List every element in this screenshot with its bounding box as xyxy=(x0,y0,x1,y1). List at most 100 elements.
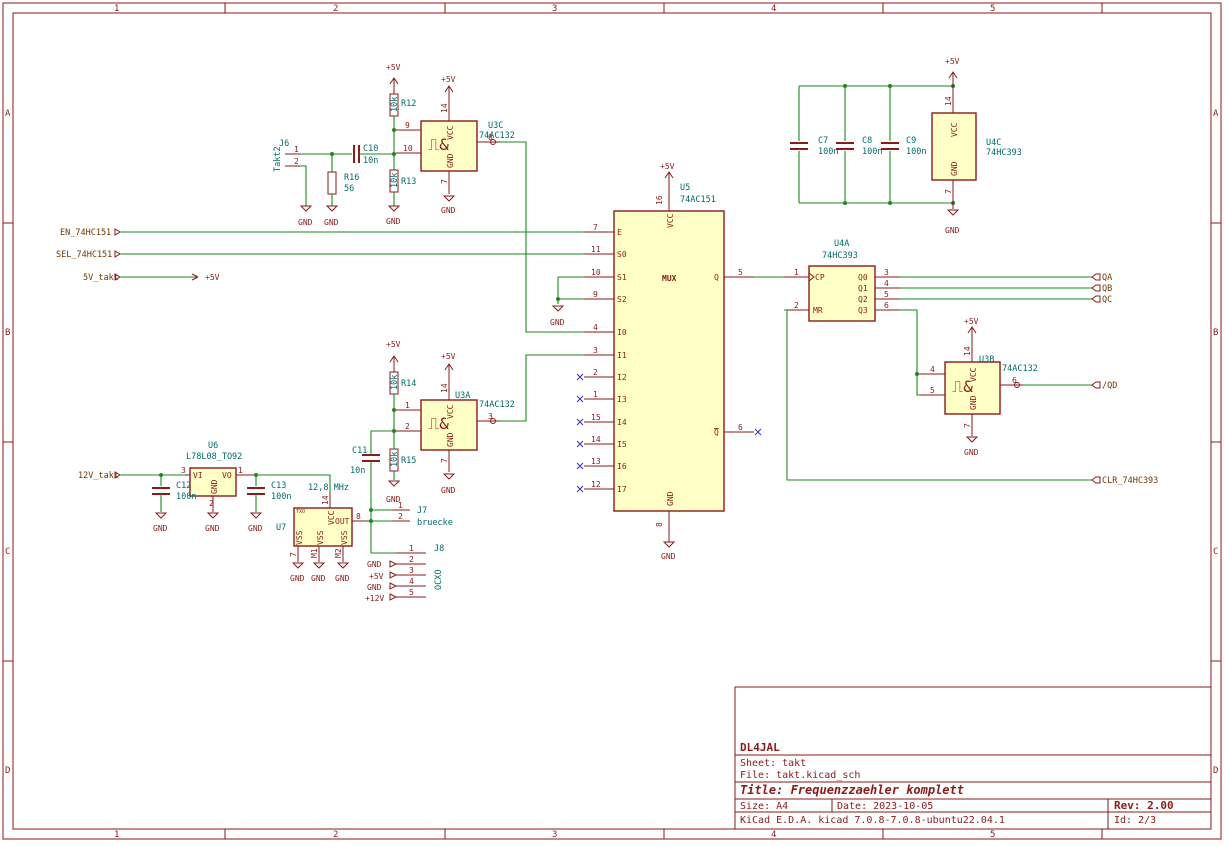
j7-connector[interactable]: 1 2 J7 bruecke xyxy=(392,501,453,528)
j8-ref: J8 xyxy=(434,544,444,554)
u3b-vcc-label: VCC xyxy=(969,367,978,382)
j8-pin-num: 2 xyxy=(409,555,414,564)
c11-capacitor[interactable]: C11 10n xyxy=(350,446,380,553)
u5-pin-name: S2 xyxy=(617,295,627,304)
global-label-qb[interactable]: QB xyxy=(900,284,1112,294)
u3c-pin-num: 8 xyxy=(488,133,493,142)
u5-pin-num: 7 xyxy=(593,223,598,232)
power-gnd-label: GND xyxy=(335,574,350,583)
u4c-power-unit[interactable]: U4C 74HC393 VCC GND 14 7 +5V GND xyxy=(931,57,1022,235)
u5-pin-nq-num: 6 xyxy=(738,423,743,432)
global-label-qa[interactable]: QA xyxy=(900,273,1112,283)
u5-pin-num: 13 xyxy=(591,457,601,466)
u7-tag: TXO xyxy=(296,509,305,515)
c7-capacitor[interactable]: C7 100n xyxy=(790,136,838,157)
r14-resistor[interactable]: +5V 10k R14 xyxy=(386,340,416,395)
border-col-3: 3 xyxy=(552,4,557,14)
r13-resistor[interactable]: 10k R13 GND xyxy=(386,169,416,226)
u7-vss-label: VSS xyxy=(340,530,349,545)
global-label-12v-takt[interactable]: 12V_takt xyxy=(78,471,185,481)
power-gnd-label: GND xyxy=(386,495,401,504)
global-label-qd[interactable]: /QD xyxy=(1023,381,1117,391)
c9-capacitor[interactable]: C9 100n xyxy=(881,136,926,157)
r13-ref: R13 xyxy=(401,177,416,187)
global-label-sel[interactable]: SEL_74HC151 xyxy=(56,250,584,260)
u4a-pin-num: 6 xyxy=(884,301,889,310)
power-5v-label: +5V xyxy=(964,317,979,326)
u3a-nand-gate[interactable]: ⎍& U3A 74AC132 1 2 3 14 7 VCC GND +5V GN… xyxy=(396,352,515,495)
u6-regulator[interactable]: U6 L78L08_TO92 VI VO GND 3 2 1 GND xyxy=(181,441,256,533)
r12-resistor[interactable]: +5V 10k R12 xyxy=(386,63,416,117)
r14-value: 10k xyxy=(390,375,400,390)
power-5v-label: +5V xyxy=(660,162,675,171)
u5-pin-num: 1 xyxy=(593,390,598,399)
u5-pin-q-num: 5 xyxy=(738,268,743,277)
j6-connector[interactable]: J6 Takt2 1 2 GND xyxy=(273,139,313,227)
title-block-date: Date: 2023-10-05 xyxy=(837,801,933,812)
u3b-nand-gate[interactable]: ⎍& U3B 74AC132 4 5 6 14 7 VCC GND +5V GN… xyxy=(920,317,1038,457)
u3b-pin-num: 5 xyxy=(930,386,935,395)
u7-out-label: OUT xyxy=(335,517,350,526)
u5-pin-num: 11 xyxy=(591,245,601,254)
title-block-rev: Rev: 2.00 xyxy=(1114,799,1174,812)
u7-oscillator[interactable]: TXO 12,8 MHz U7 VCC OUT VSS VSS VSS 14 8… xyxy=(276,483,371,583)
u4a-counter[interactable]: U4A 74HC393 1 CP 2 MR 3 4 5 6 Q0 Q1 Q2 Q… xyxy=(784,239,900,322)
u4c-pin-num: 7 xyxy=(944,189,953,194)
r16-value: 56 xyxy=(344,184,354,194)
u7-ref: U7 xyxy=(276,523,286,533)
r16-resistor[interactable]: R16 56 GND xyxy=(324,152,359,227)
c8-capacitor[interactable]: C8 100n xyxy=(836,136,882,157)
power-gnd-label: GND xyxy=(367,583,382,592)
title-block-title: Title: Frequenzzaehler komplett xyxy=(740,783,964,797)
r15-resistor[interactable]: 10k R15 GND xyxy=(386,448,416,504)
global-label-clr[interactable]: CLR_74HC393 xyxy=(784,309,1158,486)
r15-value: 10k xyxy=(390,452,400,467)
u3c-pin-num: 9 xyxy=(405,121,410,130)
global-label-5v-takt[interactable]: 5V_takt +5V xyxy=(83,273,220,283)
j7-pin-num: 1 xyxy=(398,501,403,510)
u6-pin-num: 2 xyxy=(209,499,214,508)
u6-value: L78L08_TO92 xyxy=(186,452,242,462)
u4c-vcc-label: VCC xyxy=(950,122,959,137)
u7-vcc-label: VCC xyxy=(327,510,336,525)
power-12v-label: +12V xyxy=(365,594,384,603)
global-label-qc[interactable]: QC xyxy=(900,295,1112,305)
c12-ref: C12 xyxy=(176,481,191,491)
u5-pin-name: S0 xyxy=(617,250,627,259)
u4a-pin-name: MR xyxy=(813,306,823,315)
u3b-pin-num: 7 xyxy=(963,423,972,428)
power-gnd-label: GND xyxy=(153,524,168,533)
global-label-en[interactable]: EN_74HC151 xyxy=(60,228,584,238)
u6-vi-label: VI xyxy=(193,471,203,480)
power-gnd-label: GND xyxy=(441,486,456,495)
c10-capacitor[interactable]: C10 10n xyxy=(353,144,378,166)
u3b-pin-num: 6 xyxy=(1012,376,1017,385)
c13-capacitor[interactable]: C13 100n GND xyxy=(247,473,291,533)
u5-gnd-power: GND xyxy=(661,536,676,561)
power-gnd-label: GND xyxy=(205,524,220,533)
title-block: DL4JAL Sheet: takt File: takt.kicad_sch … xyxy=(734,686,1212,830)
global-label-qa-text: QA xyxy=(1102,273,1112,283)
u3c-nand-gate[interactable]: ⎍& U3C 74AC132 9 10 8 14 7 VCC GND +5V G… xyxy=(396,75,515,215)
r16-ref: R16 xyxy=(344,173,359,183)
decoupling-wires xyxy=(798,84,955,205)
u3a-to-i1-wire xyxy=(500,354,584,422)
r14-ref: R14 xyxy=(401,379,416,389)
u3a-c11-wire xyxy=(370,430,396,446)
power-5v-label: +5V xyxy=(386,63,401,72)
power-gnd-label: GND xyxy=(945,226,960,235)
u6-to-u7-wire xyxy=(256,474,331,492)
u5-pin-name: I3 xyxy=(617,395,627,404)
u5-gnd-label: GND xyxy=(666,491,675,506)
j8-connector[interactable]: J8 OCXO 1 2 3 4 5 GND +5V GND +12V xyxy=(365,544,444,603)
u5-pin-name: I7 xyxy=(617,485,627,494)
u4c-gnd-label: GND xyxy=(950,161,959,176)
u3c-value: 74AC132 xyxy=(479,131,515,141)
u7-pin-num: 7 xyxy=(289,552,298,557)
u5-mux[interactable]: U5 74AC151 MUX 7 11 10 9 4 3 2 1 15 14 1… xyxy=(584,183,754,536)
global-label-qb-text: QB xyxy=(1102,284,1112,294)
c12-capacitor[interactable]: C12 100n GND xyxy=(152,473,196,533)
u3a-pin-num: 1 xyxy=(405,401,410,410)
title-block-file: File: takt.kicad_sch xyxy=(740,770,860,781)
